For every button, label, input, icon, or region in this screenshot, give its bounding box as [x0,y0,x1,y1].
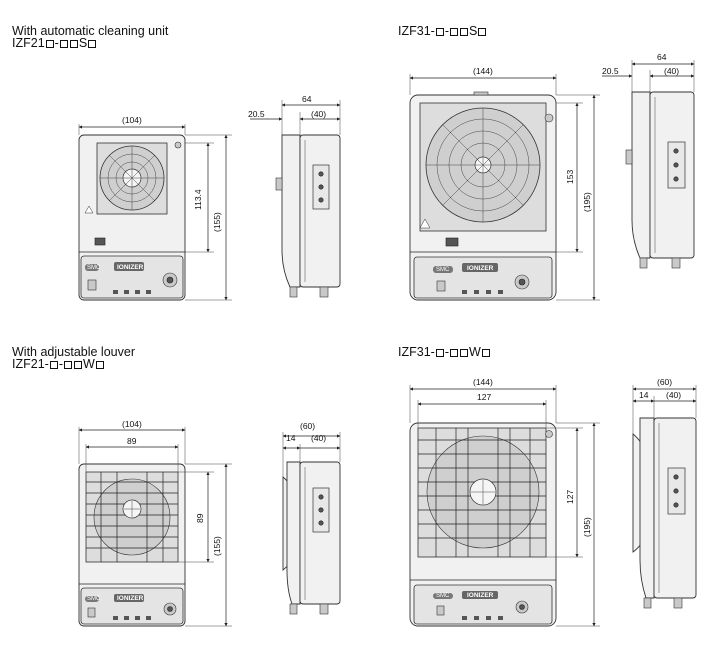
placeholder-box [45,40,54,48]
placeholder-box [459,349,468,357]
dim-offset-label: 14 [286,433,296,443]
izf31-w-front-view [409,385,600,627]
izf21-w-front-view [78,427,232,627]
product-label: IONIZER [467,265,494,272]
brand-label: SMC [436,267,450,273]
dim-total-height-label: (195) [582,517,592,537]
placeholder-box [69,40,78,48]
placeholder-box [59,40,68,48]
dim-louver-height-label: 89 [195,513,205,523]
dim-body-label: (40) [666,390,682,400]
placeholder-box [449,349,458,357]
placeholder-box [88,40,97,48]
model-suffix: S [78,36,88,50]
model-prefix: IZF21- [12,357,49,371]
dim-fan-height-label: 113.4 [193,189,203,210]
model-suffix: W [82,357,95,371]
model-prefix: IZF21 [12,36,45,50]
dim-width-label: (144) [473,377,493,387]
dim-total-height-label: (155) [212,212,222,232]
louver-title: With adjustable louver [12,345,135,359]
dim-body-label: (40) [664,66,680,76]
model-prefix: IZF31- [398,24,435,38]
dim-offset-label: 20.5 [248,109,265,119]
model-dash: - [444,24,449,38]
placeholder-box [478,28,487,36]
product-label: IONIZER [117,264,144,271]
izf31-w-side-view [632,385,697,609]
brand-label: SMC [87,596,101,602]
izf31-s-front-view [409,74,600,301]
placeholder-box [63,361,72,369]
dim-width-label: (144) [473,66,493,76]
dim-offset-label: 14 [639,390,649,400]
dim-offset-label: 20.5 [602,66,619,76]
brand-label: SMC [87,265,101,271]
izf31-w-model-label: IZF31-- W [398,346,491,359]
izf21-w-side-view [282,432,341,615]
placeholder-box [481,349,490,357]
model-suffix: S [468,24,478,38]
brand-label: SMC [436,593,450,599]
izf21-s-front-view [78,124,232,301]
placeholder-box [449,28,458,36]
dim-depth-label: 64 [302,94,312,104]
dim-body-label: (40) [311,109,327,119]
izf21-w-model-label: IZF21-- W [12,358,105,371]
dim-depth-label: (60) [657,377,673,387]
dim-width-label: (104) [122,419,142,429]
dim-width-label: (104) [122,115,142,125]
dim-body-label: (40) [311,433,327,443]
dim-louver-width-label: 127 [477,392,492,402]
dim-louver-height-label: 127 [565,489,575,504]
product-label: IONIZER [467,592,494,599]
dim-louver-width-label: 89 [127,436,137,446]
model-dash: - [58,357,63,371]
model-suffix: W [468,345,481,359]
izf21-s-side-view [250,100,341,298]
model-prefix: IZF31- [398,345,435,359]
placeholder-box [435,349,444,357]
dim-total-height-label: (195) [582,192,592,212]
placeholder-box [95,361,104,369]
izf31-s-side-view [602,60,695,269]
product-label: IONIZER [117,595,144,602]
placeholder-box [435,28,444,36]
izf31-s-model-label: IZF31-- S [398,25,487,38]
model-dash: - [444,345,449,359]
model-dash: - [54,36,59,50]
placeholder-box [459,28,468,36]
dim-total-height-label: (155) [212,536,222,556]
placeholder-box [49,361,58,369]
dim-fan-height-label: 153 [565,169,575,184]
dim-depth-label: 64 [657,52,667,62]
placeholder-box [73,361,82,369]
cleaning-unit-title: With automatic cleaning unit [12,24,169,38]
dim-depth-label: (60) [300,421,316,431]
izf21-s-model-label: IZF21- S [12,37,97,50]
